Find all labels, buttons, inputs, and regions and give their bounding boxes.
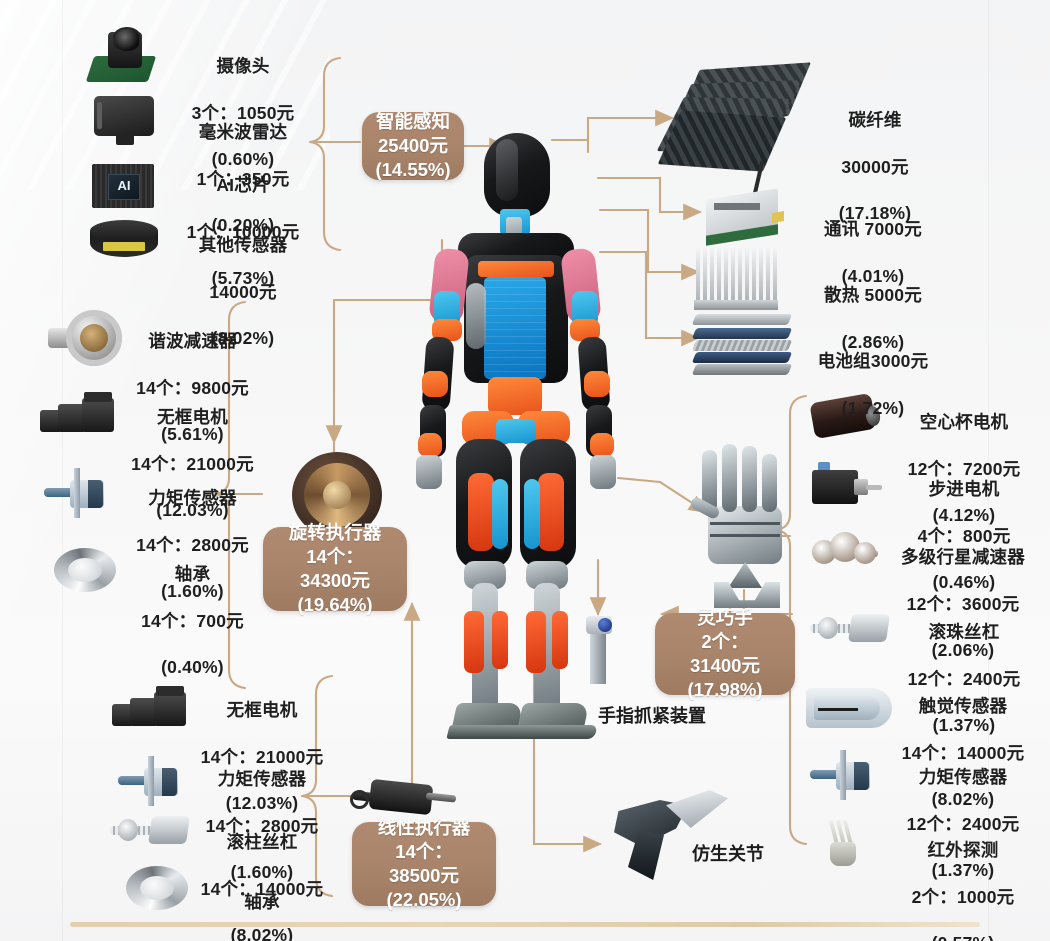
frameless-motor-icon [40,392,120,436]
item-label-ai-chip: AI芯片 1个：10000元 (5.73%) [186,175,300,289]
item-label-camera: 摄像头 3个：1050元 (0.60%) [191,56,295,170]
bearing-icon [54,548,120,594]
infrared-detector-icon [814,819,876,874]
layout-guide-left [62,0,63,941]
item-label-other-sensors: 其他传感器 14000元 (8.02%) [198,235,288,349]
summary-linear-name: 线性执行器 [377,816,471,838]
finger-gripper-icon [582,616,622,688]
comm-module-icon [700,160,796,252]
linear-actuator-icon [350,778,464,822]
item-label-ball-screw: 滚珠丝杠 12个：2400元 (1.37%) [907,622,1021,736]
torque-sensor-icon [118,756,188,808]
item-label-battery-pack: 电池组3000元 (1.72%) [817,351,929,418]
item-label-torque-sensor-rotary: 力矩传感器 14个：2800元 (1.60%) [136,488,249,602]
summary-perception-percent: (14.55%) [375,159,451,181]
harmonic-reducer-icon [48,310,126,368]
item-label-mmwave-radar: 毫米波雷达 1个：350元 (0.20%) [196,122,290,236]
radar-module-icon [94,96,160,148]
summary-rotary-name: 旋转执行器 [288,521,382,543]
summary-linear-qty-amount: 14个：38500元 [389,840,459,886]
summary-box-dexterous-hand[interactable]: 灵巧手 2个：31400元 (17.98%) [655,607,795,700]
item-label-torque-sensor-linear: 力矩传感器 14个：2800元 (1.60%) [205,769,319,883]
summary-rotary-percent: (19.64%) [297,594,373,616]
item-label-roller-screw: 滚柱丝杠 14个：14000元 (8.02%) [200,832,324,941]
roller-screw-icon [110,810,192,852]
summary-hand-name: 灵巧手 [697,606,753,628]
rotary-actuator-icon [292,452,384,540]
summary-box-perception[interactable]: 智能感知 25400元 (14.55%) [362,110,464,181]
item-label-communication: 通讯 7000元 (4.01%) [824,219,922,286]
bearing-icon [126,866,192,912]
summary-box-rotary-actuator[interactable]: 旋转执行器 14个：34300元 (19.64%) [263,522,407,615]
tactile-sensor-icon [806,688,896,732]
item-label-torque-sensor-hand: 力矩传感器 12个：2400元 (1.37%) [906,767,1020,881]
torque-sensor-icon [44,468,114,520]
ball-screw-icon [810,608,894,650]
item-label-bearing-rotary: 轴承 14个：700元 (0.40%) [141,564,244,678]
humanoid-robot-figure [392,133,638,858]
summary-perception-amount: 25400元 [378,134,448,156]
label-finger-gripper: 手指抓紧装置 [598,706,706,726]
bionic-joint-icon [614,782,734,886]
item-label-heat-dissipation: 散热 5000元 (2.86%) [824,285,922,352]
item-label-carbon-fiber: 碳纤维 30000元 (17.18%) [838,110,912,224]
torque-sensor-icon [810,750,880,802]
summary-rotary-qty-amount: 14个：34300元 [300,545,370,591]
robot-hand-image [688,444,804,616]
item-label-bearing-linear: 轴承 14个：700元 (0.40%) [211,892,314,941]
item-label-frameless-motor-rotary: 无框电机 14个：21000元 (12.03%) [131,407,254,521]
summary-hand-qty-amount: 2个：31400元 [690,630,760,676]
summary-linear-percent: (22.05%) [386,889,462,911]
item-label-infrared-detector: 红外探测 2个：1000元 (0.57%) [911,840,1015,941]
item-label-planetary-reducer: 多级行星减速器 12个：3600元 (2.06%) [901,547,1025,661]
ai-chip-icon [92,164,158,210]
frameless-motor-icon [112,686,192,730]
summary-hand-percent: (17.98%) [687,679,763,701]
item-label-stepper-motor: 步进电机 4个：800元 (0.46%) [917,479,1011,593]
summary-box-linear-actuator[interactable]: 线性执行器 14个：38500元 (22.05%) [352,817,496,910]
item-label-coreless-motor: 空心杯电机 12个：7200元 (4.12%) [907,412,1021,526]
heatsink-icon [694,248,784,314]
item-label-frameless-motor-linear: 无框电机 14个：21000元 (12.03%) [200,700,324,814]
planetary-reducer-icon [812,528,884,572]
summary-perception-name: 智能感知 [375,110,450,132]
lidar-puck-icon [90,220,160,264]
item-label-harmonic-reducer: 谐波减速器 14个：9800元 (5.61%) [136,331,249,445]
camera-module-icon [85,27,160,88]
label-bionic-joint: 仿生关节 [692,844,764,864]
stepper-motor-icon [812,462,888,512]
item-label-tactile-sensor: 触觉传感器 14个：14000元 (8.02%) [901,696,1025,810]
bottom-divider-rule [70,922,980,927]
